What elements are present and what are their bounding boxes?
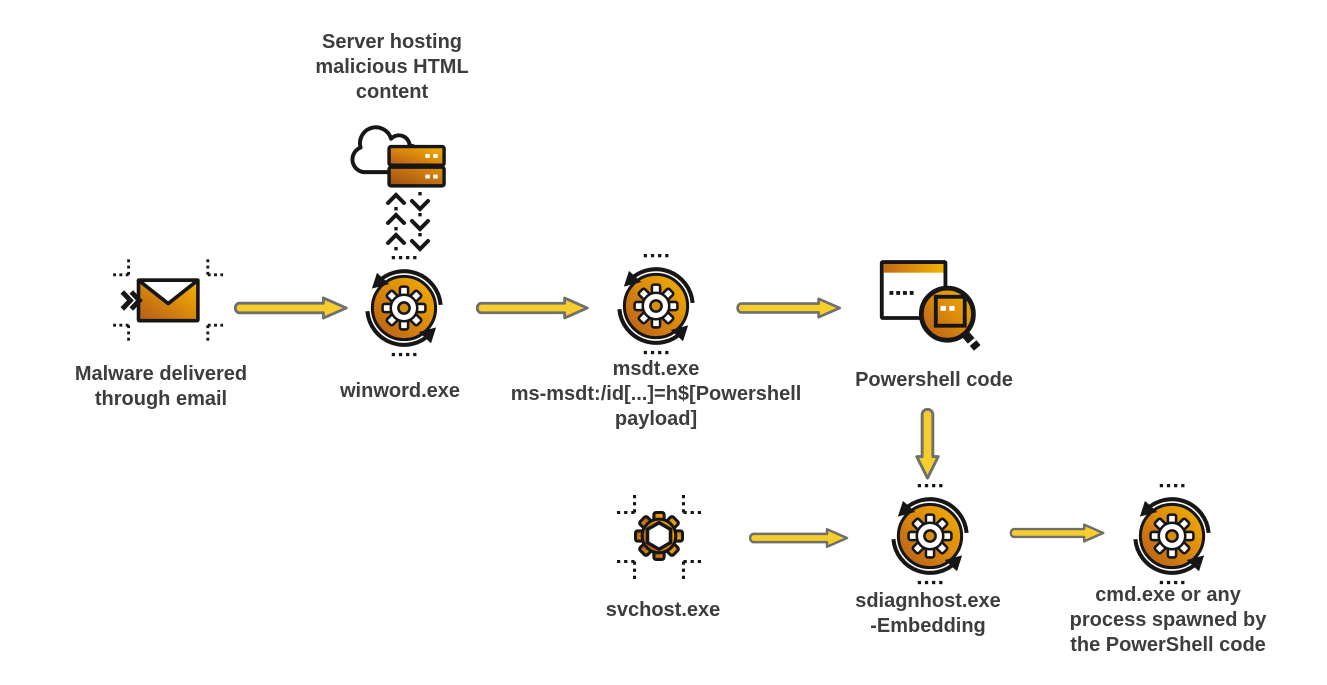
arrow-svchost-to-sdiagnhost: [742, 524, 852, 552]
server-label: Server hosting malicious HTML content: [315, 31, 469, 103]
process-cycle-gear-icon: [884, 484, 976, 586]
envelope-icon: [98, 253, 224, 347]
email-label: Malware delivered through email: [74, 363, 248, 410]
process-cycle-gear-icon: [610, 254, 702, 356]
arrow-msdt-to-powershell: [729, 294, 845, 322]
winword-label: winword.exe: [339, 380, 461, 402]
cloud-server-icon: [338, 115, 448, 188]
gear-hexagon-icon: [608, 490, 710, 584]
arrow-winword-to-msdt: [468, 294, 593, 322]
process-cycle-gear-icon: [1126, 484, 1218, 586]
up-down-chevrons-icon: [380, 192, 436, 254]
arrow-sdiagnhost-to-cmd: [1003, 519, 1108, 547]
cmd-label: cmd.exe or any process spawned by the Po…: [1069, 584, 1267, 656]
sdiagnhost-label: sdiagnhost.exe -Embedding: [855, 590, 1001, 637]
window-magnifier-icon: [876, 256, 984, 353]
powershell-label: Powershell code: [855, 369, 1013, 391]
svchost-label: svchost.exe: [605, 599, 721, 621]
arrow-email-to-winword: [226, 294, 352, 322]
msdt-label: msdt.exe ms-msdt:/id[...]=h$[Powershell …: [510, 358, 802, 430]
arrow-powershell-to-sdiagnhost: [912, 402, 942, 482]
process-cycle-gear-icon: [358, 256, 450, 358]
